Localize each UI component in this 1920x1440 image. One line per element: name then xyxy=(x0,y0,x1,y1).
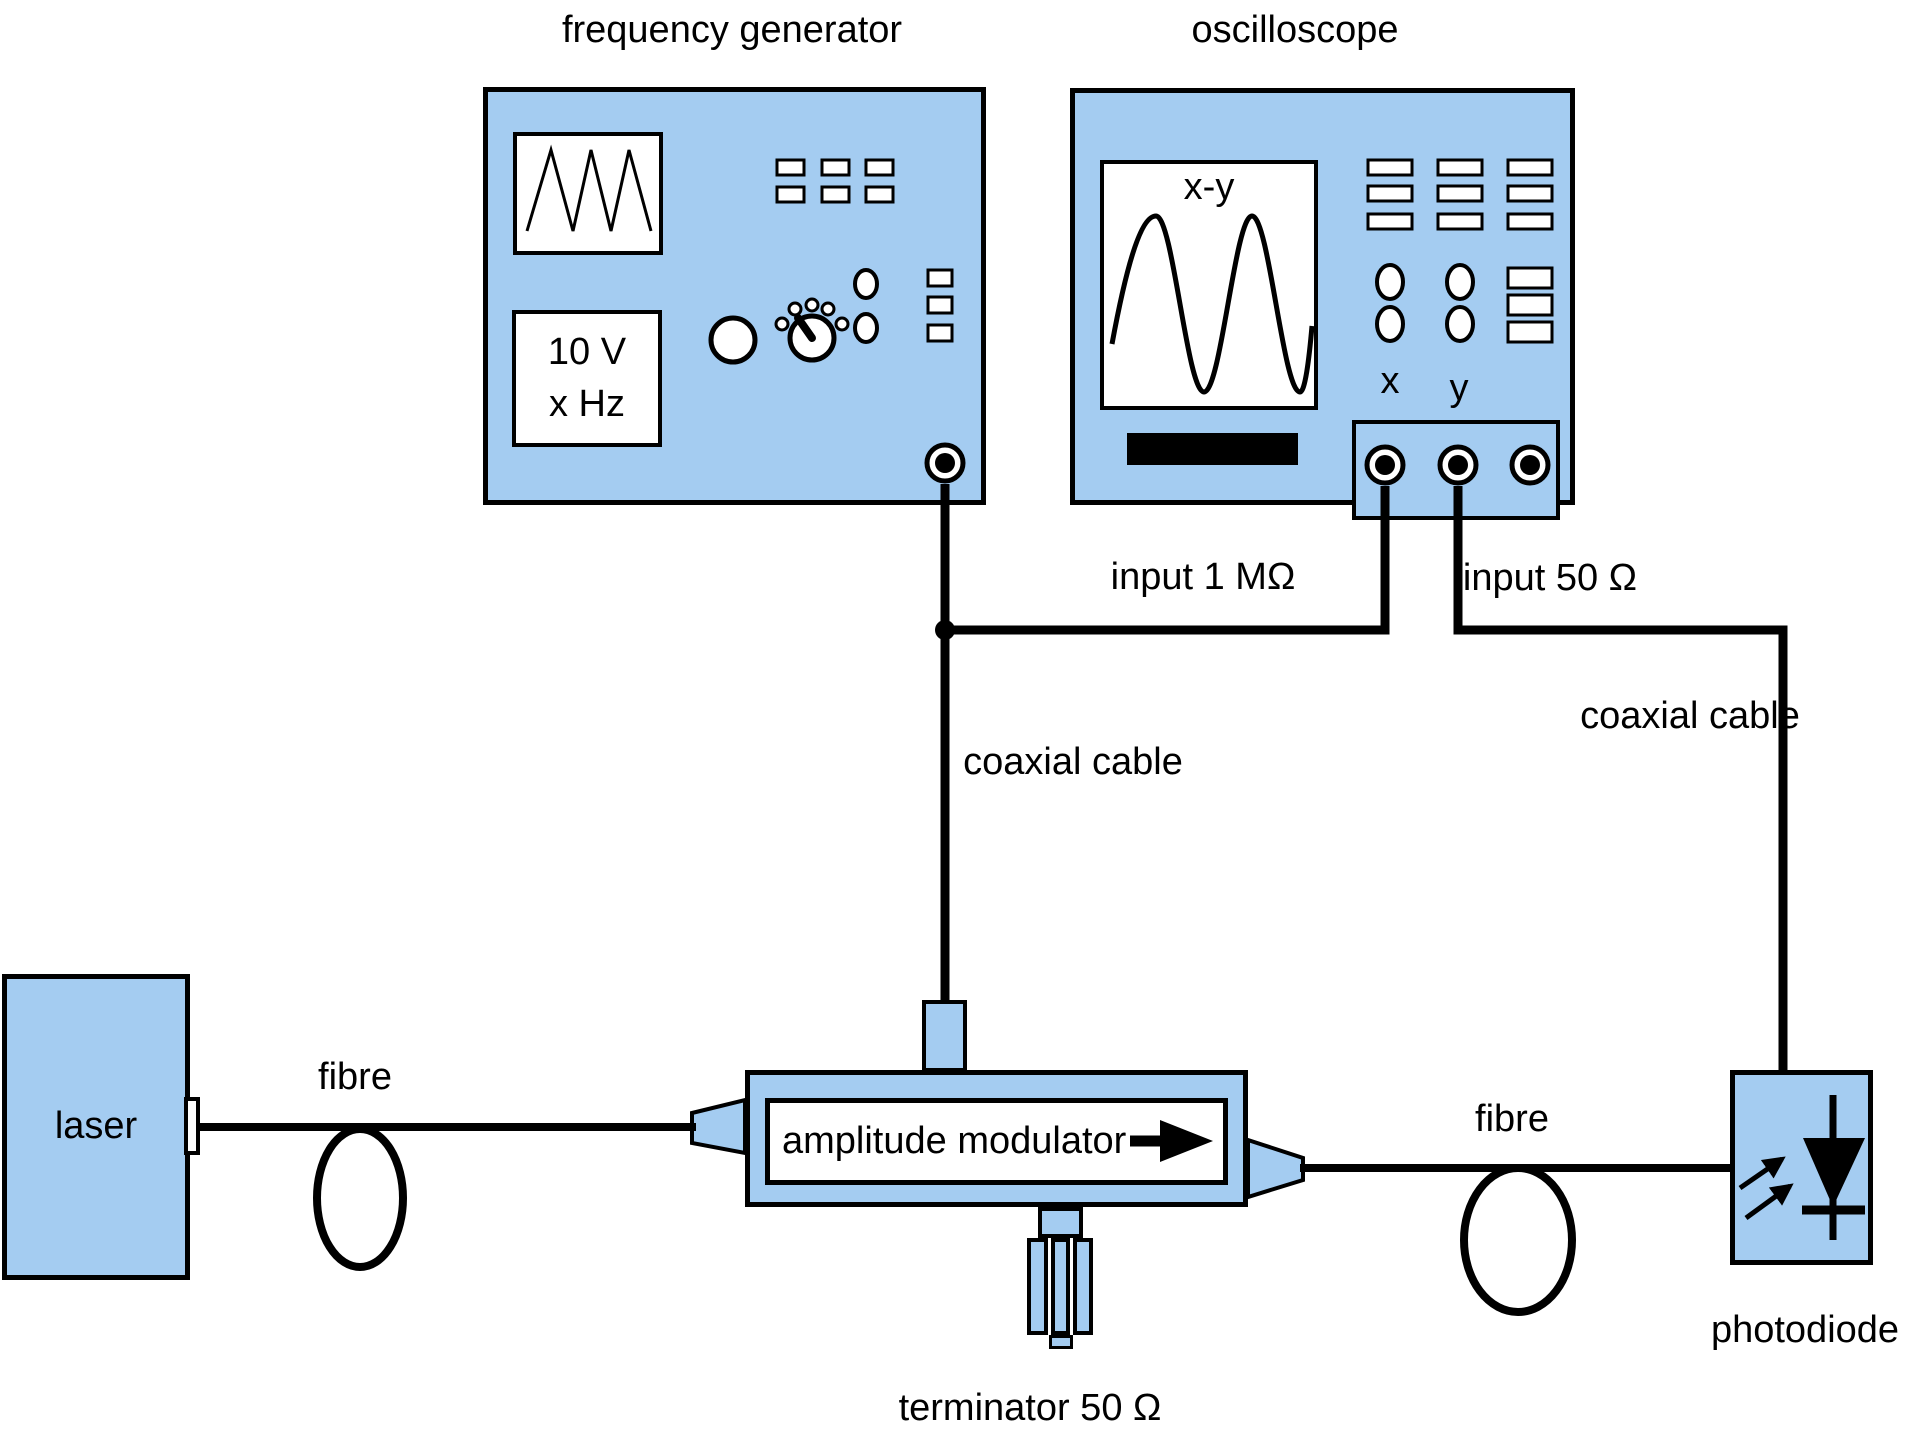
modulator-terminator-stub xyxy=(1038,1207,1083,1238)
label-fibre-right: fibre xyxy=(1475,1098,1549,1140)
label-input-50: input 50 Ω xyxy=(1462,557,1638,599)
voltage-display: 10 V x Hz xyxy=(512,310,662,447)
triangle-wave-icon xyxy=(525,144,653,232)
label-coax-right: coaxial cable xyxy=(1580,695,1800,737)
label-coax-left: coaxial cable xyxy=(963,741,1183,783)
fibre-coupler-left xyxy=(690,1097,747,1156)
waveform-display xyxy=(513,132,663,255)
freq-gen-title: frequency generator xyxy=(561,9,903,51)
label-input-1m: input 1 MΩ xyxy=(1110,556,1296,598)
laser-output-port xyxy=(184,1097,200,1155)
modulator-rf-stub xyxy=(922,1000,967,1072)
amplitude-modulator-panel: amplitude modulator xyxy=(765,1098,1228,1185)
fibre-right-loop xyxy=(1460,1164,1576,1316)
screen-mode-label: x-y xyxy=(1183,166,1235,208)
laser-box: laser xyxy=(2,974,190,1280)
terminator-bar xyxy=(1027,1238,1048,1335)
oscilloscope-screen: x-y xyxy=(1100,160,1318,410)
label-fibre-left: fibre xyxy=(318,1056,392,1098)
photodiode-box xyxy=(1730,1070,1873,1265)
bnc-input-panel xyxy=(1352,420,1560,520)
terminator-tip xyxy=(1049,1335,1073,1349)
label-photodiode: photodiode xyxy=(1710,1309,1900,1351)
frequency-value: x Hz xyxy=(549,382,625,425)
label-axis-y: y xyxy=(1449,367,1469,409)
amplitude-modulator-label: amplitude modulator xyxy=(782,1119,1127,1162)
label-axis-x: x xyxy=(1380,360,1400,402)
sine-wave-icon xyxy=(1109,213,1315,395)
label-terminator: terminator 50 Ω xyxy=(898,1387,1162,1429)
cable-junction-dot xyxy=(935,620,955,640)
terminator-bar xyxy=(1073,1238,1093,1335)
fibre-left-loop xyxy=(313,1125,407,1271)
voltage-value: 10 V xyxy=(547,331,627,374)
laser-label: laser xyxy=(54,1105,138,1148)
oscilloscope-title: oscilloscope xyxy=(1191,9,1399,51)
terminator-bar xyxy=(1051,1238,1070,1335)
fibre-coupler-right xyxy=(1246,1137,1305,1200)
